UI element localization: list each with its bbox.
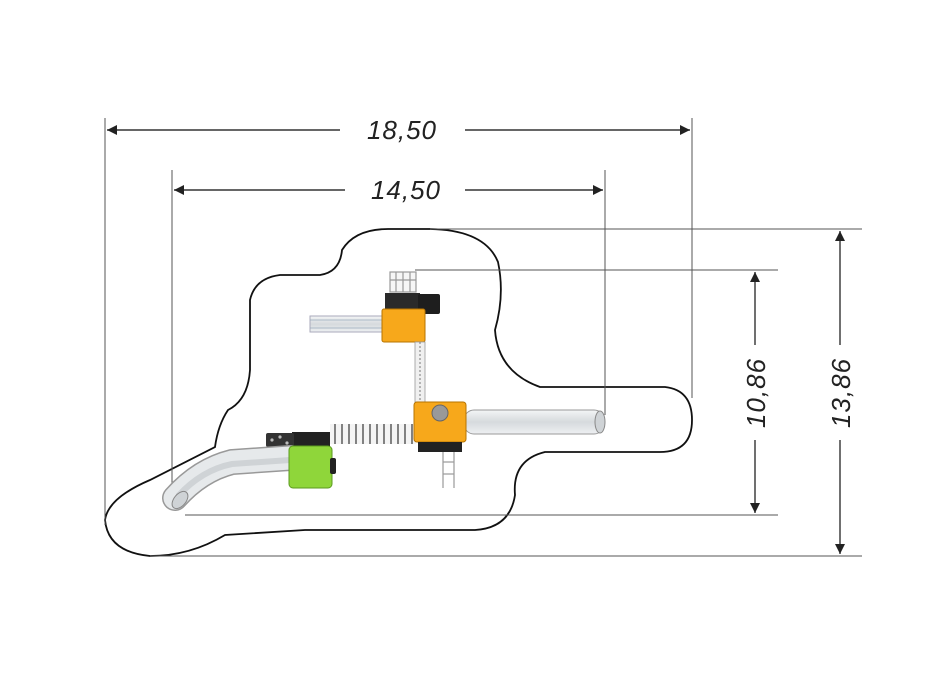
dimension-inner-width: 14,50 bbox=[174, 175, 603, 205]
central-tower-base bbox=[418, 442, 462, 452]
safety-zone-outline bbox=[104, 228, 693, 557]
extension-lines bbox=[104, 118, 862, 557]
spring-tunnel bbox=[330, 424, 416, 444]
equipment-group bbox=[162, 271, 606, 511]
tube-slide-curved bbox=[162, 445, 303, 511]
tube-slide-right bbox=[463, 409, 606, 435]
dimension-overall-height: 13,86 bbox=[826, 231, 856, 554]
inner-height-label: 10,86 bbox=[741, 358, 771, 428]
overall-height-label: 13,86 bbox=[826, 358, 856, 428]
central-tower-hatch bbox=[431, 404, 449, 422]
ladder-top bbox=[389, 271, 417, 293]
dimension-overall-width: 18,50 bbox=[107, 115, 690, 145]
connecting-bridge bbox=[414, 341, 426, 403]
overall-width-label: 18,50 bbox=[367, 115, 437, 145]
inner-width-label: 14,50 bbox=[371, 175, 441, 205]
slide-left-straight bbox=[309, 315, 385, 333]
climbing-wall-left bbox=[266, 433, 294, 447]
upper-roof-dark bbox=[385, 293, 420, 311]
ladder-bottom bbox=[442, 452, 455, 488]
green-tower bbox=[288, 445, 333, 489]
upper-orange-tower bbox=[381, 308, 426, 343]
dimension-inner-height: 10,86 bbox=[741, 272, 771, 513]
green-tower-side-handle bbox=[330, 458, 336, 474]
green-tower-dark-panel bbox=[292, 432, 330, 448]
